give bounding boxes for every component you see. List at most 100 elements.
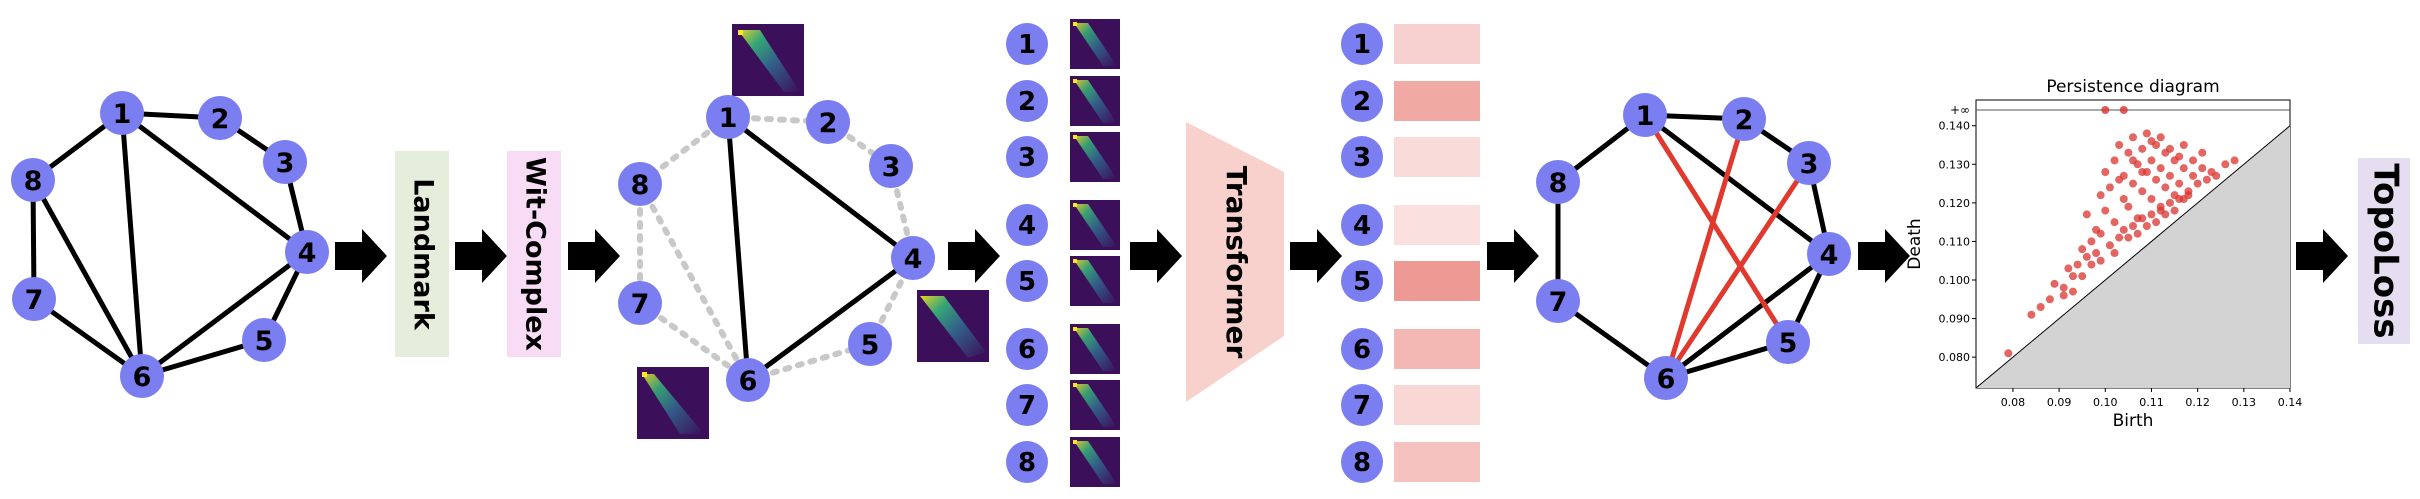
topoloss-label: TopoLoss <box>2366 163 2406 338</box>
scatter-point <box>2189 156 2198 165</box>
arrow-right-icon <box>948 229 1000 283</box>
scatter-point <box>2138 144 2147 153</box>
scatter-point <box>2179 141 2188 149</box>
x-tick-label: 0.10 <box>2093 396 2118 409</box>
weight-row: 7 <box>1341 384 1480 426</box>
node-badge <box>1006 204 1048 246</box>
scatter-point <box>2110 156 2119 165</box>
graph3-node-1: 1 <box>1623 93 1667 137</box>
scatter-point <box>2202 175 2211 184</box>
scatter-point <box>2129 156 2137 165</box>
scatter-point <box>2129 222 2137 230</box>
arrow-right-icon <box>1858 229 1910 283</box>
edge-7-6 <box>32 296 144 379</box>
scatter-point <box>2212 171 2221 180</box>
node-label: 1 <box>1636 101 1655 132</box>
graph2-node-6: 6 <box>726 358 770 402</box>
node-label: 7 <box>1549 287 1568 318</box>
heatmap-thumbnail <box>1070 76 1120 126</box>
node-label: 7 <box>25 285 44 316</box>
node-label: 8 <box>24 166 43 197</box>
graph2-node-8: 8 <box>618 162 662 206</box>
weight-row: 6 <box>1341 328 1480 370</box>
y-tick-label: 0.130 <box>1939 158 1971 171</box>
graph2-node-1: 1 <box>706 95 750 139</box>
graph1-node-4: 4 <box>285 230 329 274</box>
edge-1-4 <box>1643 113 1831 256</box>
topoloss-step: TopoLoss <box>2358 158 2410 344</box>
scatter-point <box>2165 171 2174 180</box>
node-badge <box>1341 441 1383 483</box>
weight-row: 5 <box>1341 260 1480 302</box>
scatter-point <box>2027 310 2036 319</box>
weight-bar <box>1394 137 1480 177</box>
scatter-point <box>2161 183 2170 192</box>
weight-row: 8 <box>1341 441 1480 483</box>
node-label: 5 <box>861 330 880 361</box>
edge-7-6 <box>1556 298 1668 381</box>
scatter-point <box>2138 187 2147 196</box>
heatmap-thumbnail <box>637 367 709 439</box>
x-tick-label: 0.14 <box>2278 396 2303 409</box>
node-label: 7 <box>631 289 650 320</box>
weight-bar <box>1394 329 1480 369</box>
graph3-node-3: 3 <box>1787 141 1831 185</box>
scatter-point <box>2147 195 2156 203</box>
dotted-edge <box>637 300 751 383</box>
graph1-node-6: 6 <box>120 354 164 398</box>
node-label: 1 <box>1353 30 1371 60</box>
scatter-point <box>2147 137 2156 146</box>
heatmap-thumbnail <box>1070 437 1120 487</box>
node-badge <box>1006 23 1048 65</box>
node-badge <box>1006 384 1048 426</box>
embedding-row: 3 <box>1006 132 1120 182</box>
scatter-point <box>2101 168 2110 176</box>
node-label: 6 <box>1018 335 1036 365</box>
scatter-point <box>2221 160 2230 169</box>
y-tick-label: 0.110 <box>1939 235 1971 248</box>
edge-6-4 <box>140 250 309 378</box>
graph3-node-5: 5 <box>1766 320 1810 364</box>
infinity-point <box>2101 106 2110 114</box>
weight-bar <box>1394 385 1480 425</box>
node-label: 2 <box>1018 87 1036 117</box>
graph2-node-2: 2 <box>806 100 850 144</box>
scatter-point <box>2165 198 2174 207</box>
x-tick-label: 0.12 <box>2185 396 2210 409</box>
scatter-point <box>2175 179 2184 188</box>
arrow-right-icon <box>568 229 620 283</box>
node-label: 4 <box>298 238 317 269</box>
node-label: 2 <box>211 104 230 135</box>
embedding-row: 8 <box>1006 437 1120 487</box>
heatmap-thumbnail <box>917 290 989 362</box>
weight-bar <box>1394 81 1480 121</box>
y-tick-label: 0.080 <box>1939 351 1971 364</box>
node-badge <box>1341 204 1383 246</box>
embedding-row: 6 <box>1006 324 1120 374</box>
weight-row: 4 <box>1341 204 1480 246</box>
landmark-label: Landmark <box>408 178 439 331</box>
graph1-nodes: 1 2 3 4 5 6 7 8 <box>11 91 329 398</box>
scatter-point <box>2050 279 2059 288</box>
x-tick-label: 0.13 <box>2232 396 2257 409</box>
node-label: 6 <box>133 362 152 393</box>
arrow-right-icon <box>335 229 387 283</box>
heatmap-thumbnail <box>732 24 804 96</box>
chart-title: Persistence diagram <box>2046 77 2219 97</box>
scatter-point <box>2129 133 2137 142</box>
heatmap-thumbnail <box>1070 380 1120 430</box>
y-tick-label: 0.120 <box>1939 197 1971 210</box>
graph1-node-3: 3 <box>263 140 307 184</box>
node-label: 4 <box>904 244 923 275</box>
node-badge <box>1341 328 1383 370</box>
scatter-point <box>2175 152 2184 161</box>
transformer-label: Transformer <box>1220 166 1253 359</box>
scatter-point <box>2198 164 2207 173</box>
scatter-point <box>2147 156 2156 165</box>
node-label: 5 <box>1353 267 1371 297</box>
graph3-node-6: 6 <box>1644 356 1688 400</box>
scatter-point <box>2189 171 2198 180</box>
scatter-point <box>2115 141 2124 149</box>
